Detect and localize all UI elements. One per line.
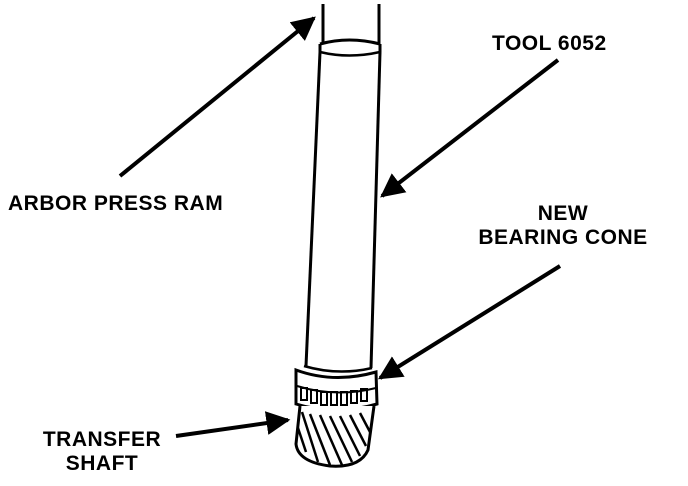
arbor-press-ram xyxy=(321,4,381,44)
label-new-bearing-cone-line2: BEARING CONE xyxy=(478,226,648,249)
leader-arrows xyxy=(118,16,562,438)
new-bearing-cone xyxy=(294,367,379,412)
label-tool-6052: TOOL 6052 xyxy=(492,32,607,55)
label-transfer-shaft-line1: TRANSFER xyxy=(42,428,162,451)
label-transfer-shaft: TRANSFER SHAFT xyxy=(22,428,182,476)
transfer-shaft-gear xyxy=(294,405,376,468)
tool-6052-tube xyxy=(303,38,382,373)
label-transfer-shaft-line2: SHAFT xyxy=(65,452,139,475)
label-new-bearing-cone-line1: NEW xyxy=(537,202,589,225)
arrow-new-bearing-cone xyxy=(377,264,562,380)
label-new-bearing-cone: NEW BEARING CONE xyxy=(458,202,668,250)
label-arbor-press-ram: ARBOR PRESS RAM xyxy=(8,192,224,215)
arrow-transfer-shaft xyxy=(175,411,291,438)
arrow-tool-6052 xyxy=(380,58,560,198)
arrow-arbor-press-ram xyxy=(118,16,316,178)
